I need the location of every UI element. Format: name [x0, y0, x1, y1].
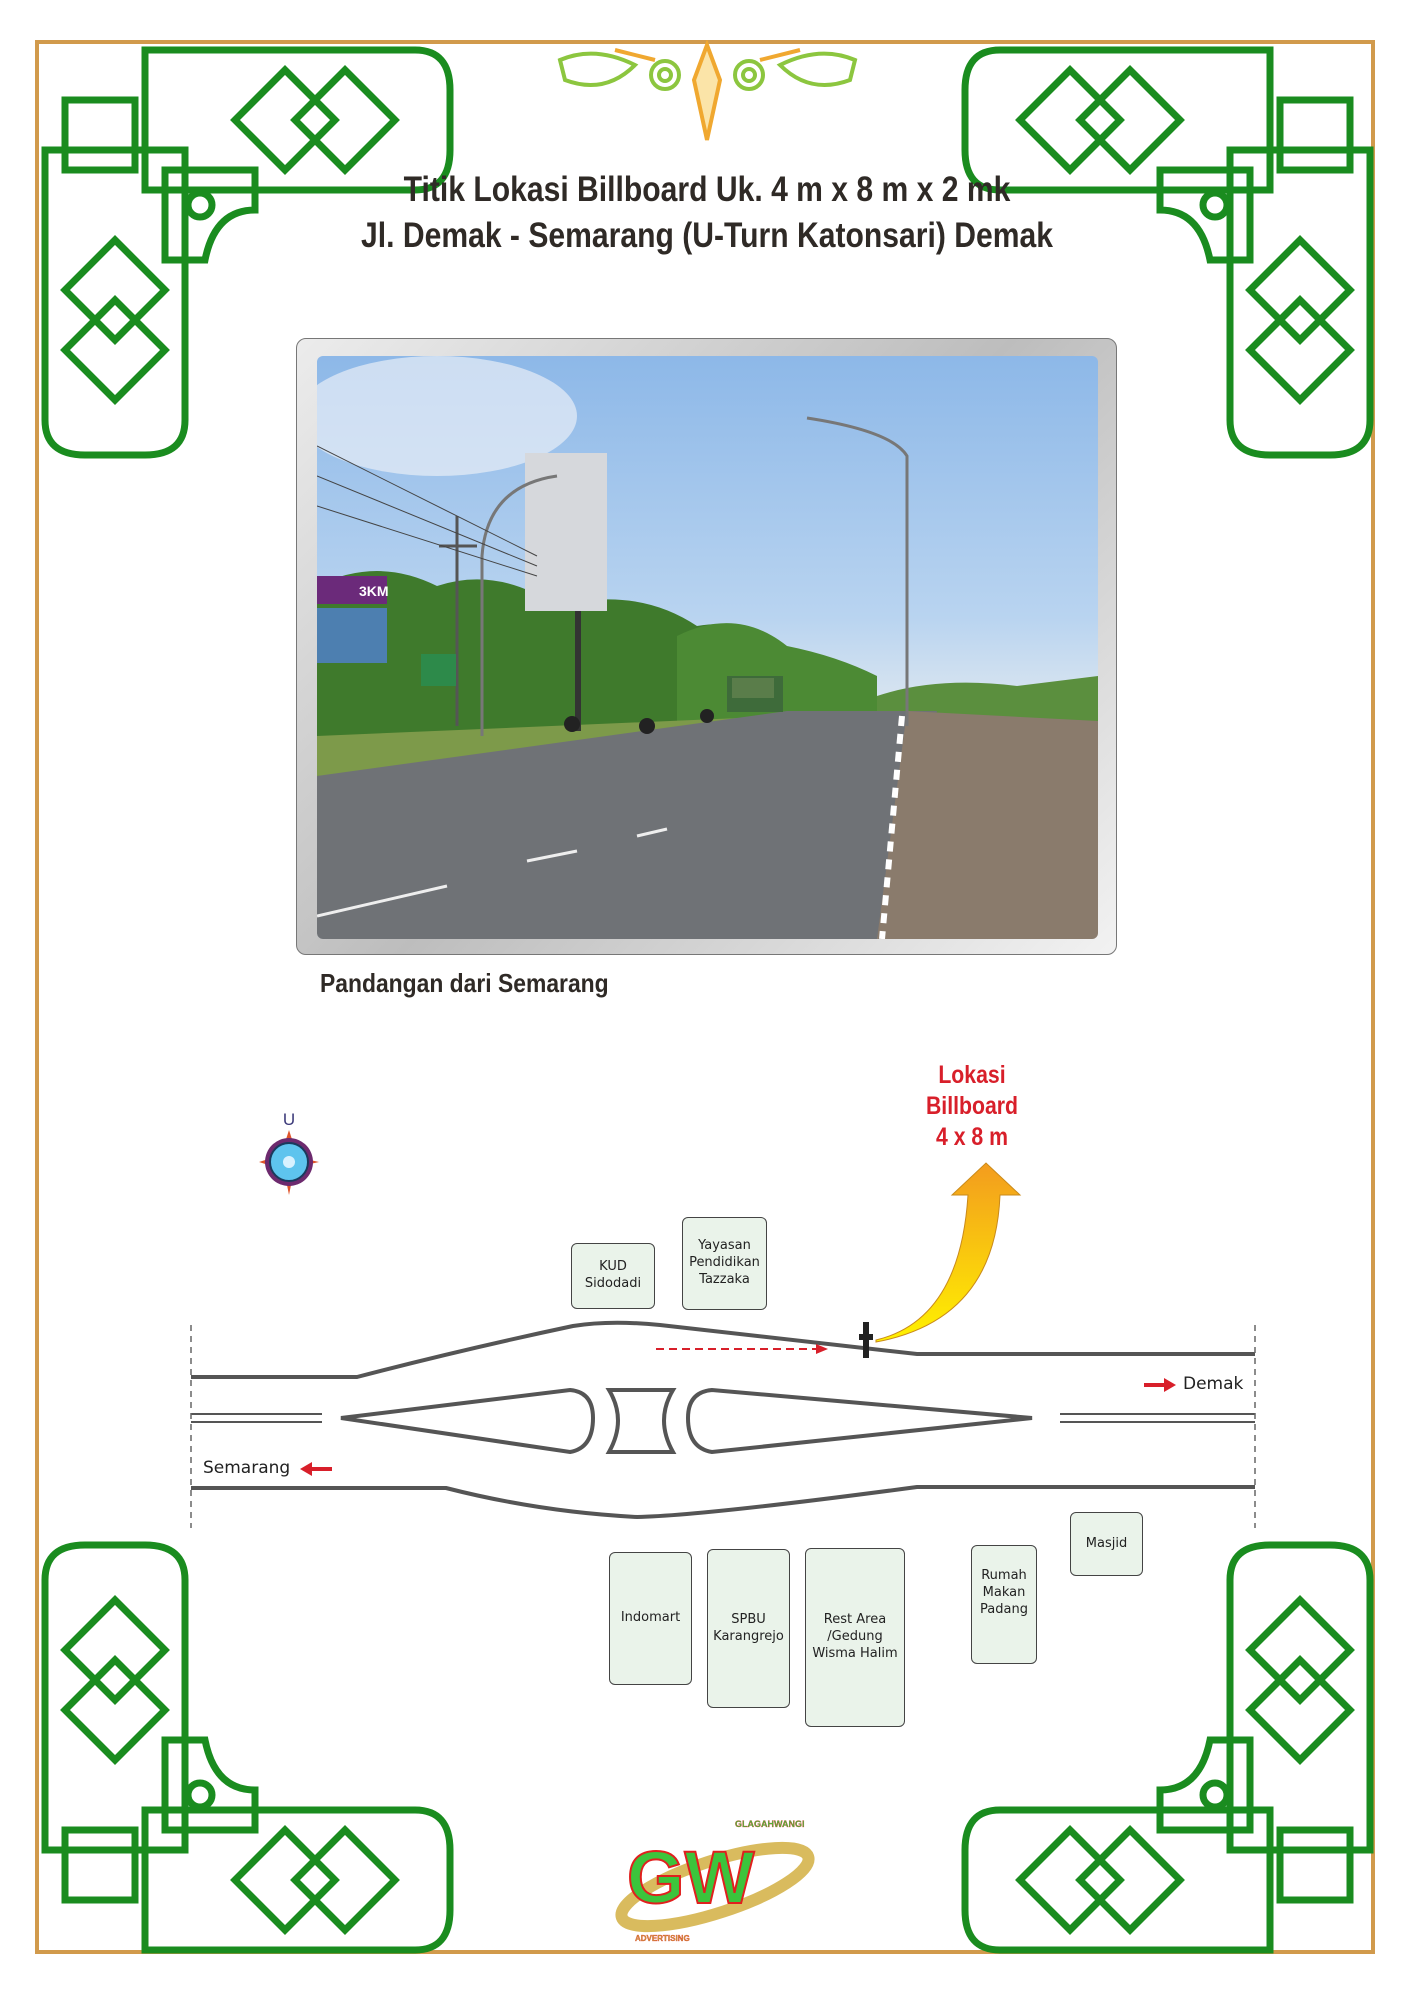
semarang-arrow-icon: [300, 1462, 332, 1476]
compass-icon: [259, 1130, 319, 1195]
road-outline: [191, 1320, 1255, 1520]
logo-mark: GW: [627, 1836, 755, 1919]
company-logo: GLAGAHWANGI GW ADVERTISING: [615, 1819, 815, 1943]
demak-arrow-icon: [1144, 1378, 1176, 1392]
top-center-ornament: [557, 40, 858, 141]
billboard-label-line: Lokasi: [938, 1061, 1006, 1089]
corner-ornament-top-left: [41, 46, 454, 459]
landmark-masjid: Masjid: [1070, 1512, 1143, 1576]
page-border: [35, 40, 1375, 1954]
corner-ornament-bottom-left: [41, 1541, 454, 1954]
site-photo: 3KM: [317, 356, 1098, 939]
landmark-indomart: Indomart: [609, 1552, 692, 1685]
compass-north-label: U: [283, 1110, 295, 1129]
billboard-label-line: Billboard: [925, 1092, 1019, 1120]
logo-bottom-text: ADVERTISING: [635, 1934, 690, 1943]
billboard-pointer-arrow: [875, 1162, 1022, 1343]
direction-demak: Demak: [1183, 1374, 1244, 1394]
title-line-1: Titik Lokasi Billboard Uk. 4 m x 8 m x 2…: [403, 170, 1011, 209]
billboard-location-label: Lokasi Billboard 4 x 8 m: [887, 1060, 1057, 1153]
sign-distance-text: 3KM: [359, 583, 389, 599]
billboard-marker-icon: [859, 1322, 873, 1358]
logo-top-text: GLAGAHWANGI: [735, 1819, 805, 1829]
corner-ornament-bottom-right: [961, 1541, 1374, 1954]
photo-caption: Pandangan dari Semarang: [320, 968, 609, 998]
site-photo-frame: 3KM: [296, 338, 1117, 955]
title-line-2: Jl. Demak - Semarang (U-Turn Katonsari) …: [361, 216, 1053, 255]
billboard-label-line: 4 x 8 m: [935, 1123, 1009, 1151]
map-edge-lines: [190, 1325, 1256, 1528]
lane-lines: [191, 1413, 1255, 1423]
corner-ornament-top-right: [961, 46, 1374, 459]
traffic-direction-arrow: [656, 1344, 828, 1354]
direction-semarang: Semarang: [203, 1458, 291, 1478]
